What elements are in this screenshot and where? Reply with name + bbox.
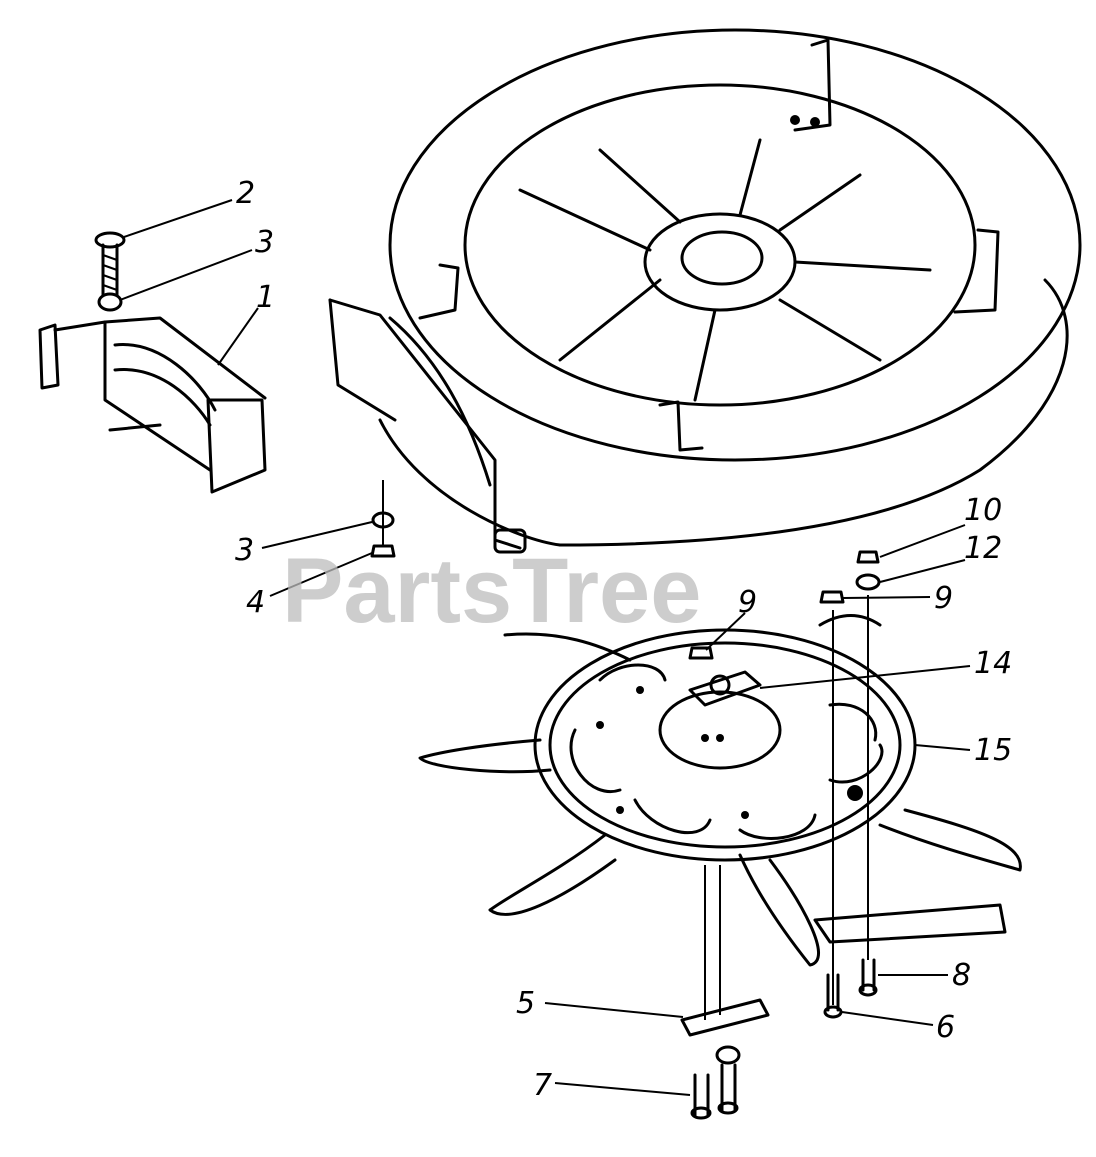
callout-10: 10 (964, 493, 1002, 528)
spacer-part-14 (688, 670, 762, 707)
callout-1: 1 (256, 280, 275, 315)
callout-6: 6 (936, 1010, 955, 1045)
callout-4: 4 (246, 585, 265, 620)
carriage-bolt-part-2 (94, 231, 126, 297)
callout-3-lower: 3 (235, 533, 254, 568)
nuts-washers-parts-9-10-12 (688, 550, 881, 660)
callout-labels: 1 2 3 3 4 5 6 7 8 9 9 10 12 14 15 (235, 176, 1012, 1103)
callout-2: 2 (236, 176, 255, 211)
callout-15: 15 (974, 733, 1012, 768)
blades (418, 614, 1022, 967)
deflector-part-1 (38, 316, 267, 494)
plate-part-5 (680, 865, 770, 1037)
washer-part-3-upper (97, 292, 123, 312)
callout-5: 5 (516, 986, 535, 1021)
screws-parts-6-8 (823, 595, 878, 1019)
callout-7: 7 (533, 1068, 552, 1103)
callout-3-upper: 3 (255, 225, 274, 260)
callout-12: 12 (964, 531, 1002, 566)
callout-14: 14 (974, 646, 1012, 681)
blower-disc-part-15 (533, 628, 917, 862)
watermark: PartsTree (282, 540, 701, 642)
leader-lines (119, 199, 971, 1096)
callout-9-right: 9 (934, 581, 953, 616)
blower-housing (378, 28, 1082, 547)
callout-9-left: 9 (738, 585, 757, 620)
bolts-part-7 (690, 1045, 741, 1120)
callout-8: 8 (952, 958, 971, 993)
washer-nut-parts-3-4 (370, 480, 396, 558)
discharge-chute (328, 298, 527, 554)
